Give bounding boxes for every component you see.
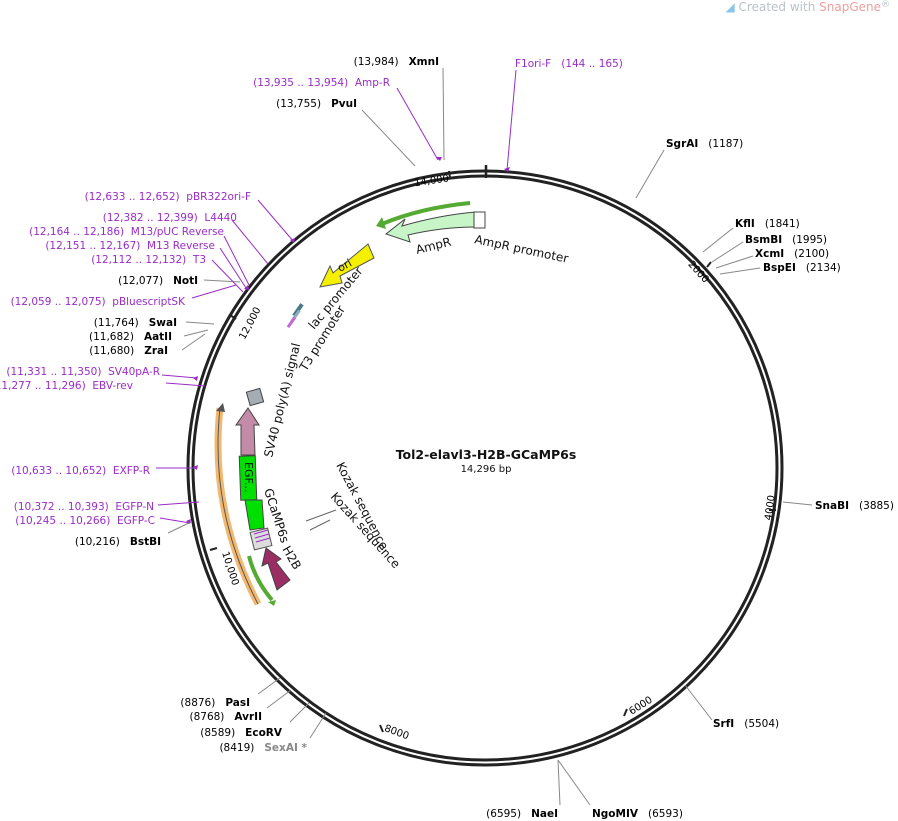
sv40-polya-box	[245, 387, 265, 407]
ampr-promoter-label: AmpR promoter	[473, 232, 569, 266]
site-naei[interactable]: (6595)NaeI	[486, 808, 558, 820]
egf-label: EGF...	[242, 462, 255, 493]
site-xcmi[interactable]: XcmI(2100)	[755, 248, 829, 260]
snapgene-logo-icon: ◢	[725, 0, 735, 14]
ampr-gene	[384, 211, 486, 243]
plasmid-length: 14,296 bp	[461, 464, 512, 475]
features	[214, 201, 486, 606]
h2b-label: H2B	[279, 544, 304, 573]
site-swai[interactable]: (11,764)SwaI	[94, 317, 177, 329]
primer-markers	[186, 157, 510, 524]
site-srfi[interactable]: SrfI(5504)	[713, 718, 779, 730]
snapgene-watermark: ◢ Created with SnapGene®	[725, 0, 890, 14]
site-ngomiv[interactable]: NgoMIV(6593)	[592, 808, 683, 820]
site-zrai[interactable]: (11,680)ZraI	[89, 345, 168, 357]
ampr-label: AmpR	[414, 235, 452, 257]
watermark-brand: SnapGene	[819, 0, 881, 14]
primer-ebv-rev[interactable]: (11,277 .. 11,296) EBV-rev	[0, 380, 133, 392]
feature-labels: AmpR promoter AmpR ori lac promoter T3 p…	[242, 232, 570, 572]
cal-label: cal...	[254, 440, 267, 466]
ampr-promoter-arrow	[381, 201, 471, 226]
site-avrii[interactable]: (8768)AvrII	[189, 711, 262, 723]
primer-l4440[interactable]: (12,382 .. 12,399) L4440	[103, 212, 237, 224]
tick-label-8000: 8000	[383, 723, 411, 742]
site-aatii[interactable]: (11,682)AatII	[89, 331, 172, 343]
primer-egfp-c[interactable]: (10,245 .. 10,266) EGFP-C	[15, 515, 155, 527]
plasmid-name: Tol2-elavl3-H2B-GCaMP6s	[396, 447, 577, 462]
primer-egfp-n[interactable]: (10,372 .. 10,393) EGFP-N	[14, 501, 154, 513]
watermark-prefix: Created with	[738, 0, 820, 14]
primer-leader-lines	[156, 69, 517, 524]
site-pvui[interactable]: (13,755)PvuI	[276, 98, 357, 110]
ori-label: ori	[335, 256, 354, 274]
egfp-feature-2	[244, 499, 265, 531]
site-xmni[interactable]: (13,984)XmnI	[354, 56, 439, 68]
site-bspei[interactable]: BspEI(2134)	[763, 262, 841, 274]
primer-exfp-r[interactable]: (10,633 .. 10,652) EXFP-R	[11, 465, 150, 477]
site-sgrai[interactable]: SgrAI(1187)	[666, 138, 743, 150]
tick-label-12000: 12,000	[237, 305, 263, 341]
primer-m13puc-reverse[interactable]: (12,164 .. 12,186) M13/pUC Reverse	[29, 226, 224, 238]
sites-left: (6595)NaeI (8419)SexAI * (8589)EcoRV (87…	[75, 56, 558, 820]
site-ecorv[interactable]: (8589)EcoRV	[200, 727, 283, 739]
primer-f1ori-f[interactable]: F1ori-F (144 .. 165)	[515, 58, 623, 70]
ori-feature	[319, 243, 375, 288]
primer-pbr322ori-f[interactable]: (12,633 .. 12,652) pBR322ori-F	[85, 191, 251, 203]
watermark-reg: ®	[881, 0, 890, 10]
h2b-feature	[261, 547, 291, 591]
primer-pbluescriptsk[interactable]: (12,059 .. 12,075) pBluescriptSK	[11, 296, 187, 308]
ampr-promoter-box	[473, 211, 486, 229]
site-bsmbi[interactable]: BsmBI(1995)	[745, 234, 827, 246]
lac-promoter-marks	[286, 303, 304, 329]
primer-m13-reverse[interactable]: (12,151 .. 12,167) M13 Reverse	[45, 240, 215, 252]
cal-feature	[235, 407, 260, 456]
egfp-linker	[249, 527, 273, 551]
site-noti[interactable]: (12,077)NotI	[118, 275, 198, 287]
primer-amp-r[interactable]: (13,935 .. 13,954) Amp-R	[253, 77, 390, 89]
site-sexai[interactable]: (8419)SexAI *	[219, 742, 307, 754]
sv40-label: SV40 poly(A) signal	[261, 342, 303, 459]
tick-label-4000: 4000	[763, 494, 777, 521]
elavl3-arrow	[247, 555, 274, 602]
site-pasi[interactable]: (8876)PasI	[180, 697, 250, 709]
site-kfli[interactable]: KflI(1841)	[735, 218, 800, 230]
site-leader-lines	[167, 67, 813, 806]
tick-label-14000: 14,000	[414, 173, 450, 189]
sites-right: SgrAI(1187) KflI(1841) BsmBI(1995) XcmI(…	[592, 138, 894, 820]
site-snabi[interactable]: SnaBI(3885)	[815, 500, 894, 512]
site-bstbi[interactable]: (10,216)BstBI	[75, 536, 161, 548]
primer-labels: F1ori-F (144 .. 165) (13,935 .. 13,954) …	[0, 58, 623, 527]
primer-sv40pa-r[interactable]: (11,331 .. 11,350) SV40pA-R	[6, 366, 160, 378]
primer-t3[interactable]: (12,112 .. 12,132) T3	[91, 254, 206, 266]
